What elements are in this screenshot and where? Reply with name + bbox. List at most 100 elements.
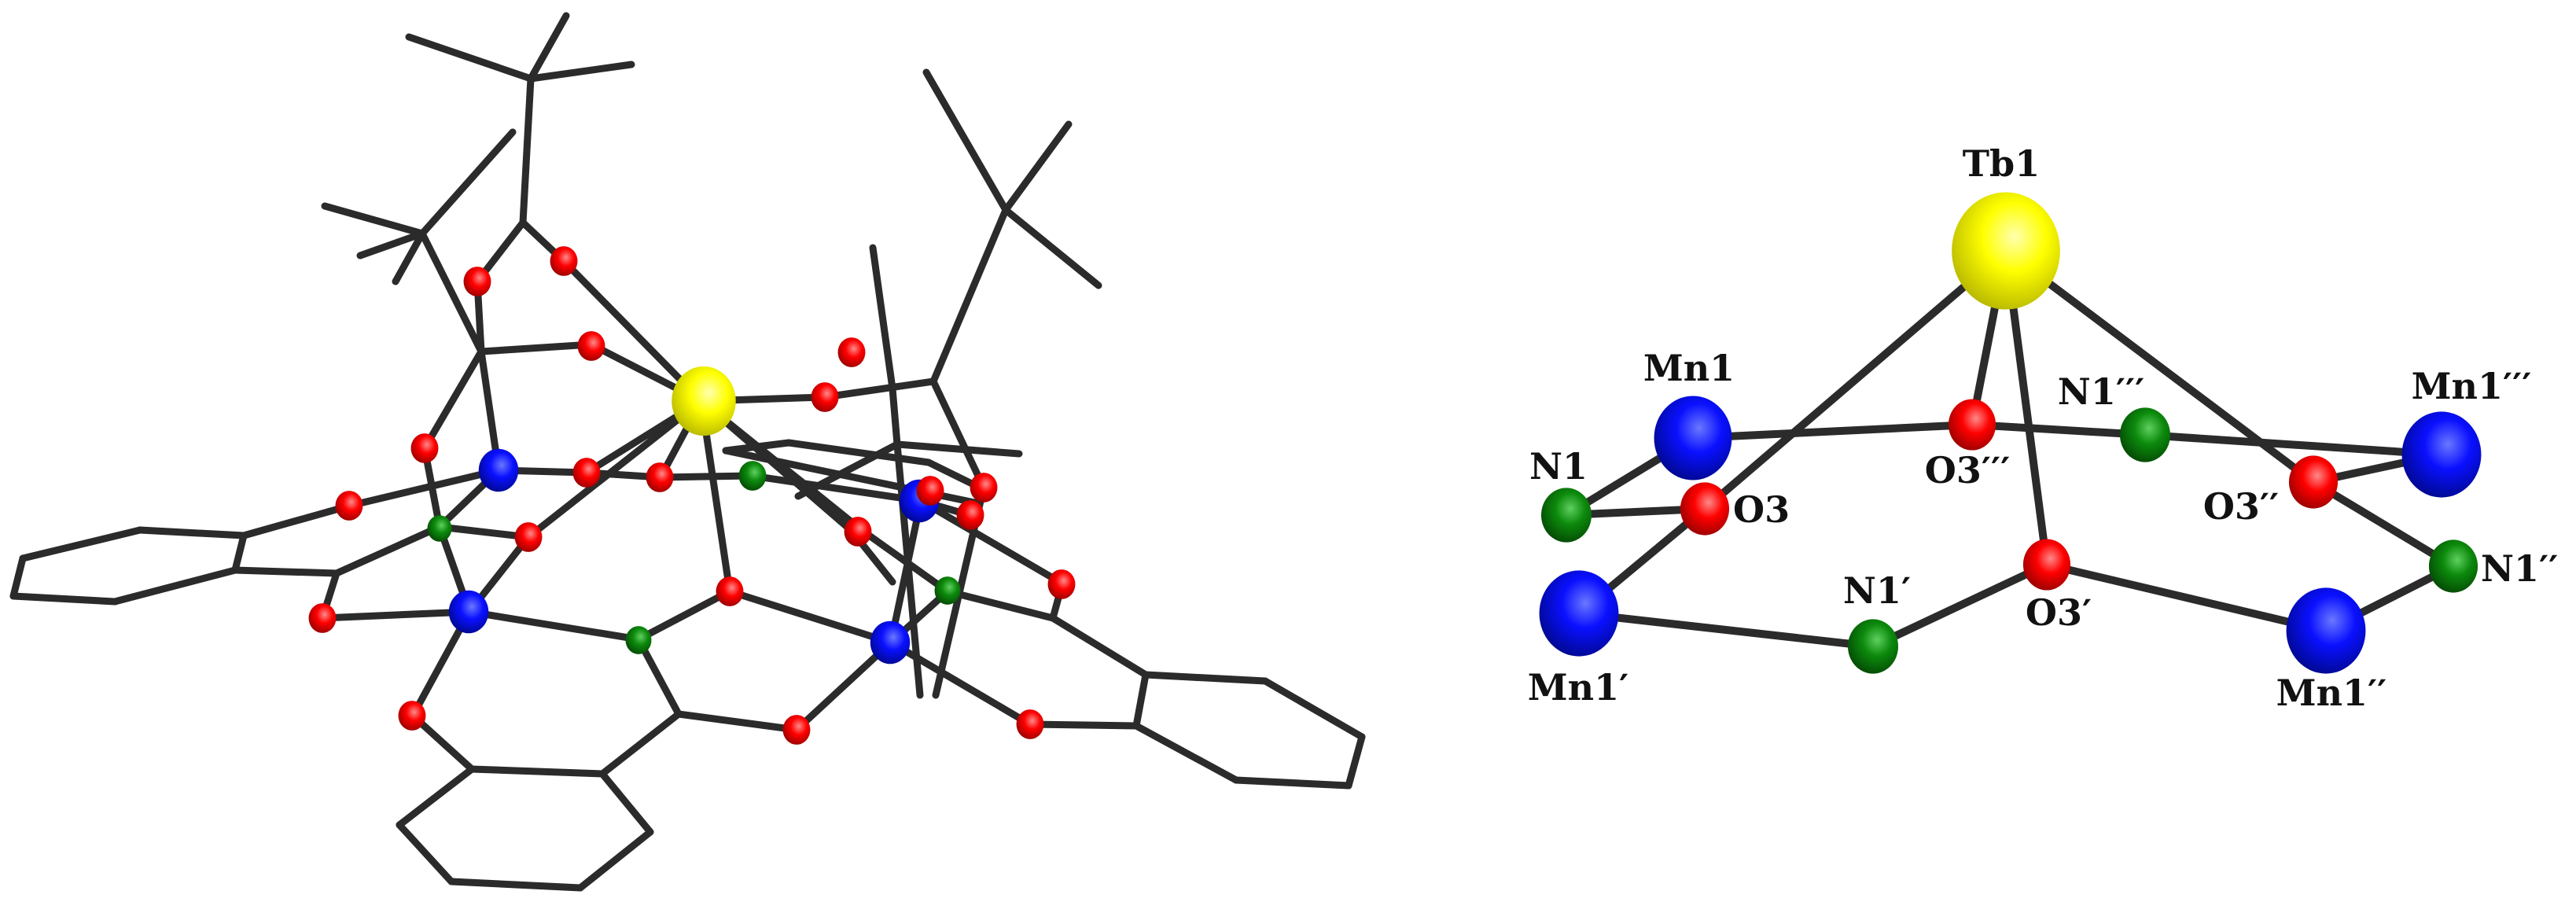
atom-o-o3p	[2022, 539, 2071, 591]
atom-mn	[870, 620, 911, 665]
bond	[657, 472, 756, 481]
atom-o	[1047, 569, 1076, 599]
bond	[396, 765, 476, 829]
bond	[231, 566, 340, 577]
bond	[421, 348, 485, 452]
bond	[524, 397, 705, 541]
bond	[748, 472, 925, 505]
atom-o	[514, 522, 543, 552]
atom-o	[782, 715, 811, 745]
atom-o	[577, 331, 605, 361]
atom-o	[1016, 709, 1044, 739]
bond	[396, 821, 455, 885]
atom-label-mn1: Mn1	[1643, 347, 1735, 389]
bond	[1345, 733, 1366, 790]
atom-group	[308, 246, 1076, 745]
atom-label-o3p: O3′	[2026, 591, 2092, 634]
bond	[917, 497, 1066, 587]
atom-label-o3pp: O3′′	[2203, 485, 2279, 528]
bond	[1026, 720, 1140, 730]
bond	[560, 257, 705, 405]
atom-o	[837, 337, 866, 367]
core-fragment-drawing: Tb1Mn1N1O3Mn1′O3′′′N1′′′Mn1′′′O3′′N1′′Mn…	[1528, 142, 2559, 714]
bond-o3pp-n1pp	[2311, 478, 2456, 570]
bond	[675, 710, 800, 734]
bond	[9, 592, 119, 606]
atom-o	[716, 576, 744, 606]
bond	[944, 587, 1057, 622]
bond	[785, 439, 933, 466]
bond	[466, 608, 642, 643]
atom-o	[572, 458, 601, 488]
atom-tb-tb1	[1952, 192, 2060, 310]
atom-label-mn1p: Mn1′	[1528, 666, 1629, 709]
atom-mn	[478, 448, 519, 492]
atom-o	[550, 246, 578, 276]
atom-label-mn1pp: Mn1′′	[2276, 672, 2387, 714]
atom-mn-mn1p	[1539, 570, 1619, 657]
bond	[240, 502, 354, 539]
bond	[922, 68, 1010, 214]
bond	[929, 377, 988, 491]
atom-o	[646, 462, 674, 492]
bond-n1ppp-mn1ppp	[2144, 431, 2442, 458]
bond	[821, 377, 937, 401]
bond	[893, 440, 1023, 458]
bond	[1002, 120, 1073, 214]
atom-o	[308, 603, 337, 633]
atom-n-n1p	[1847, 619, 1899, 674]
atom-o	[811, 382, 839, 412]
bond-group	[9, 12, 1366, 892]
bond	[519, 75, 535, 226]
bond	[1232, 776, 1352, 790]
atom-o-o3pp	[2288, 455, 2339, 509]
bond	[793, 639, 895, 734]
bond	[136, 526, 248, 539]
bond	[859, 527, 951, 595]
bond	[333, 523, 443, 577]
bond	[929, 206, 1010, 385]
bond-o3p-n1p	[1871, 561, 2049, 650]
bond	[405, 33, 535, 83]
atom-o	[335, 491, 363, 521]
atom-tb	[672, 366, 736, 436]
atom-o-o3	[1680, 482, 1730, 536]
atom-n	[625, 626, 652, 654]
atom-label-tb1: Tb1	[1963, 142, 2040, 185]
atom-o	[844, 517, 872, 547]
bond	[887, 639, 1034, 728]
bond	[19, 526, 144, 562]
atom-o	[970, 473, 998, 503]
bond	[346, 466, 502, 510]
atom-label-n1p: N1′	[1843, 569, 1911, 612]
bond	[887, 497, 925, 646]
atom-n	[934, 576, 961, 605]
bond	[392, 230, 426, 285]
bond	[418, 128, 517, 237]
atom-label-o3: O3	[1733, 488, 1790, 531]
atom-n-n1ppp	[2119, 407, 2171, 462]
bond	[321, 202, 426, 237]
atom-n	[427, 515, 452, 542]
atom-label-n1ppp: N1′′′	[2058, 370, 2144, 413]
atom-label-n1pp: N1′′	[2481, 547, 2558, 590]
bond	[468, 765, 606, 778]
bond	[726, 587, 895, 646]
atom-o	[410, 433, 439, 463]
bond	[356, 230, 426, 260]
bond	[418, 230, 485, 355]
bond	[527, 12, 570, 83]
atom-mn	[448, 590, 489, 634]
bond	[1132, 722, 1240, 784]
bond	[9, 554, 27, 600]
bond	[447, 878, 584, 892]
bond	[1261, 677, 1366, 741]
atom-n-n1pp	[2428, 539, 2478, 593]
atom-label-o3ppp: O3′′′	[1925, 449, 2010, 491]
bond	[635, 587, 734, 643]
bond	[436, 523, 532, 541]
bond	[527, 61, 635, 83]
atom-mn-mn1pp	[2286, 587, 2366, 674]
